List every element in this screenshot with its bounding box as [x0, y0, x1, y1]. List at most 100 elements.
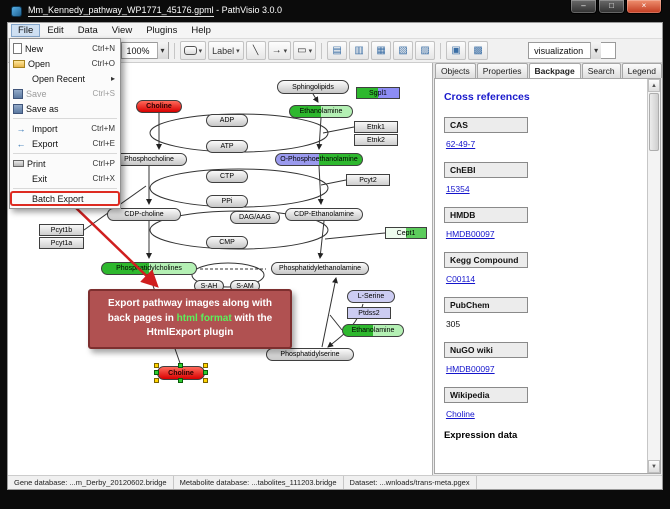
pathway-node-sphingolipids[interactable]: Sphingolipids: [277, 80, 349, 94]
common-height-button[interactable]: [468, 41, 488, 60]
menu-view[interactable]: View: [105, 24, 139, 37]
pathway-node-pcyt1b[interactable]: Pcyt1b: [39, 224, 84, 236]
backpage-sections: CAS62-49-7ChEBI15354HMDBHMDB00097Kegg Co…: [444, 115, 643, 419]
tab-properties[interactable]: Properties: [477, 63, 528, 78]
pathway-node-ppi[interactable]: PPi: [206, 195, 248, 208]
menu-plugins[interactable]: Plugins: [139, 24, 184, 37]
file-menu-item-save-as[interactable]: Save as: [10, 101, 120, 116]
file-menu-item-save[interactable]: SaveCtrl+S: [10, 86, 120, 101]
selection-handle[interactable]: [203, 363, 208, 368]
backpage-panel: Cross references CAS62-49-7ChEBI15354HMD…: [434, 78, 661, 474]
file-menu-item-export[interactable]: ExportCtrl+E: [10, 136, 120, 151]
selection-handle[interactable]: [154, 363, 159, 368]
selection-handle[interactable]: [154, 378, 159, 383]
menu-data[interactable]: Data: [71, 24, 105, 37]
menu-shortcut: Ctrl+E: [93, 139, 115, 148]
file-menu-item-open[interactable]: OpenCtrl+O: [10, 56, 120, 71]
menubar: FileEditDataViewPluginsHelp: [8, 23, 662, 39]
blank-icon: [13, 193, 29, 205]
blank-icon: [13, 173, 29, 185]
visualization-combobox[interactable]: visualization: [528, 42, 616, 59]
pathway-node-ptdss2[interactable]: Ptdss2: [347, 307, 391, 319]
menu-help[interactable]: Help: [184, 24, 218, 37]
align-center-button[interactable]: [349, 41, 369, 60]
selection-handle[interactable]: [203, 370, 208, 375]
statusbar: Gene database: ...m_Derby_20120602.bridg…: [8, 475, 662, 489]
pathway-node-etnk1[interactable]: Etnk1: [354, 121, 398, 133]
selection-handle[interactable]: [203, 378, 208, 383]
xref-link[interactable]: C00114: [446, 274, 643, 284]
pathway-node-phosphatidylserine[interactable]: Phosphatidylserine: [266, 348, 354, 361]
tab-legend[interactable]: Legend: [622, 63, 662, 78]
pathway-node-o-phosphoethanolamine[interactable]: O-Phosphoethanolamine: [275, 153, 363, 166]
xref-link[interactable]: Choline: [446, 409, 643, 419]
shape-tool-button[interactable]: [293, 41, 316, 60]
backpage-scrollbar[interactable]: ▲ ▼: [647, 79, 660, 473]
status-segment-2: Dataset: ...wnloads/trans-meta.pgex: [344, 476, 477, 489]
xref-link[interactable]: HMDB00097: [446, 364, 643, 374]
align-left-button[interactable]: [327, 41, 347, 60]
pathway-node-pcyt2[interactable]: Pcyt2: [346, 174, 390, 186]
pathway-node-etnk2[interactable]: Etnk2: [354, 134, 398, 146]
scrollbar-thumb[interactable]: [649, 93, 659, 151]
pathway-node-choline[interactable]: Choline: [157, 366, 205, 380]
submenu-arrow-icon: ▸: [111, 74, 115, 83]
align-bottom-button[interactable]: [393, 41, 413, 60]
xref-link[interactable]: 15354: [446, 184, 643, 194]
scroll-up-icon[interactable]: ▲: [648, 79, 660, 92]
common-width-button[interactable]: [446, 41, 466, 60]
file-menu-item-import[interactable]: ImportCtrl+M: [10, 121, 120, 136]
file-menu-item-open-recent[interactable]: Open Recent▸: [10, 71, 120, 86]
tab-backpage[interactable]: Backpage: [529, 63, 581, 79]
menu-shortcut: Ctrl+X: [93, 174, 115, 183]
scroll-down-icon[interactable]: ▼: [648, 460, 660, 473]
pathway-node-pcyt1a[interactable]: Pcyt1a: [39, 237, 84, 249]
label-tool-button[interactable]: Label: [208, 41, 244, 60]
tab-search[interactable]: Search: [582, 63, 621, 78]
minimize-button[interactable]: –: [570, 0, 597, 14]
pathway-node-cmp[interactable]: CMP: [206, 236, 248, 249]
menu-file[interactable]: File: [11, 24, 40, 37]
xref-link[interactable]: 62-49-7: [446, 139, 643, 149]
datanode-tool-button[interactable]: [180, 41, 207, 60]
status-segment-0: Gene database: ...m_Derby_20120602.bridg…: [8, 476, 174, 489]
pathway-node-adp[interactable]: ADP: [206, 114, 248, 127]
line-tool-button[interactable]: [246, 41, 266, 60]
selection-handle[interactable]: [154, 370, 159, 375]
maximize-button[interactable]: □: [598, 0, 625, 14]
connector-tool-button[interactable]: [268, 41, 292, 60]
selection-handle[interactable]: [178, 378, 183, 383]
side-panel-tabs: ObjectsPropertiesBackpageSearchLegend: [433, 63, 662, 78]
import-icon: [13, 123, 29, 135]
pathway-node-ctp[interactable]: CTP: [206, 170, 248, 183]
pathway-node-ethanolamine[interactable]: Ethanolamine: [289, 105, 353, 118]
pathway-node-choline[interactable]: Choline: [136, 100, 182, 113]
pathway-node-sgpl1[interactable]: Sgpl1: [356, 87, 400, 99]
pathway-node-l-serine[interactable]: L-Serine: [347, 290, 395, 303]
menu-edit[interactable]: Edit: [40, 24, 70, 37]
pathway-node-phosphatidylethanolamine[interactable]: Phosphatidylethanolamine: [271, 262, 369, 275]
pathway-node-atp[interactable]: ATP: [206, 140, 248, 153]
selection-handle[interactable]: [178, 363, 183, 368]
pathway-node-phosphocholine[interactable]: Phosphocholine: [111, 153, 187, 166]
align-top-button[interactable]: [371, 41, 391, 60]
file-menu-item-batch-export[interactable]: Batch Export: [10, 191, 120, 206]
pathway-node-dag-aag[interactable]: DAG/AAG: [230, 211, 280, 224]
zoom-combobox[interactable]: 100%: [121, 42, 169, 59]
file-menu-item-print[interactable]: PrintCtrl+P: [10, 156, 120, 171]
pathway-node-cept1[interactable]: Cept1: [385, 227, 427, 239]
file-menu: NewCtrl+NOpenCtrl+OOpen Recent▸SaveCtrl+…: [9, 38, 121, 209]
close-button[interactable]: ×: [626, 0, 662, 14]
file-menu-item-new[interactable]: NewCtrl+N: [10, 41, 120, 56]
tab-objects[interactable]: Objects: [435, 63, 476, 78]
annotation-callout: Export pathway images along with back pa…: [88, 289, 292, 349]
file-menu-item-exit[interactable]: ExitCtrl+X: [10, 171, 120, 186]
pathway-node-cdp-choline[interactable]: CDP-choline: [107, 208, 181, 221]
pathway-node-phosphatidylcholines[interactable]: Phosphatidylcholines: [101, 262, 197, 275]
distribute-button[interactable]: [415, 41, 435, 60]
xref-link[interactable]: HMDB00097: [446, 229, 643, 239]
pathway-node-ethanolamine[interactable]: Ethanolamine: [342, 324, 404, 337]
window-controls: – □ ×: [569, 0, 662, 14]
align-top-icon: [376, 46, 385, 56]
pathway-node-cdp-ethanolamine[interactable]: CDP-Ethanolamine: [285, 208, 363, 221]
